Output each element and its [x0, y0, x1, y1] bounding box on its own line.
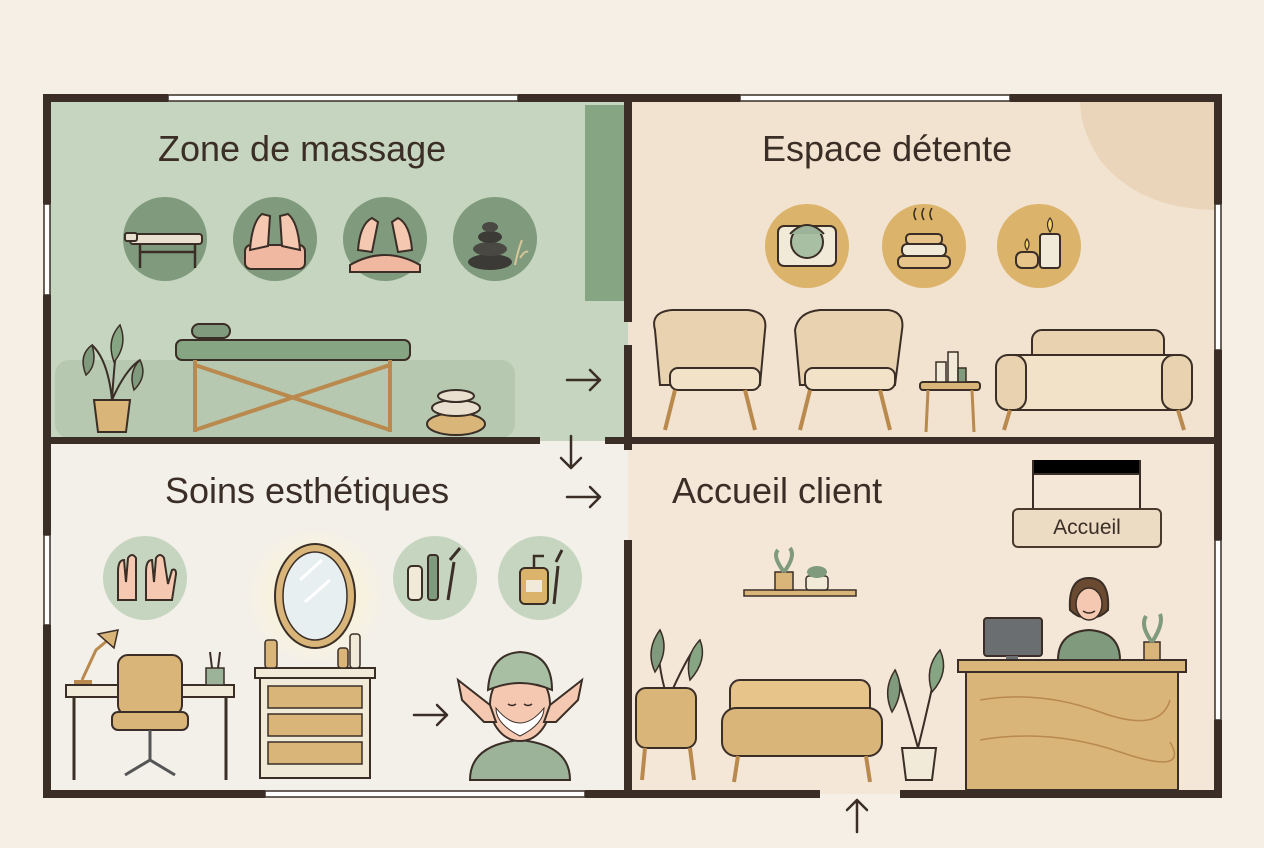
room-title-relax: Espace détente — [762, 128, 1013, 169]
vanity-cabinet — [254, 633, 376, 779]
relax-room-shadow — [1080, 100, 1218, 210]
side-table — [919, 351, 981, 433]
receptionist — [1056, 576, 1122, 661]
reception-plant-right — [886, 648, 945, 781]
room-title-beauty: Soins esthétiques — [165, 470, 450, 511]
room-title-reception: Accueil client — [672, 470, 883, 511]
massage-room-wall-band — [585, 105, 625, 301]
makeup-products-icon — [393, 536, 477, 620]
arrow-right-icon — [412, 703, 449, 727]
warm-towels-icon — [882, 204, 966, 288]
sign-hangers — [1032, 460, 1141, 508]
facial-treatment — [456, 650, 584, 781]
walls — [43, 94, 1222, 798]
reception-counter — [957, 613, 1187, 791]
back-massage-icon — [233, 197, 317, 281]
armchair-right — [793, 309, 904, 431]
desk-chair — [111, 654, 189, 777]
reception-sofa — [721, 679, 883, 783]
room-title-massage: Zone de massage — [158, 128, 447, 169]
face-mask-icon — [765, 204, 849, 288]
flow-arrows — [412, 368, 869, 834]
arrow-down-icon — [559, 434, 583, 470]
massage-plant — [82, 323, 144, 433]
vanity-mirror — [243, 524, 387, 668]
candles-icon — [997, 204, 1081, 288]
sofa — [995, 329, 1193, 431]
desk-lamp — [74, 629, 119, 685]
reception-chair — [635, 687, 697, 781]
armchair-left — [653, 309, 767, 431]
skincare-products-icon — [498, 536, 582, 620]
hot-stones-icon — [453, 197, 537, 281]
shoulder-massage-icon — [343, 197, 427, 281]
windows — [43, 94, 1222, 798]
massage-table — [175, 323, 411, 432]
arrow-right-icon — [565, 368, 602, 392]
massage-table-icon — [123, 197, 207, 281]
manicure-hands-icon — [103, 536, 187, 620]
stone-stack — [426, 389, 486, 436]
arrow-right-icon — [565, 485, 602, 509]
arrow-up-icon — [845, 798, 869, 834]
wall-shelf — [743, 546, 857, 597]
reception-sign: Accueil — [1012, 508, 1162, 548]
